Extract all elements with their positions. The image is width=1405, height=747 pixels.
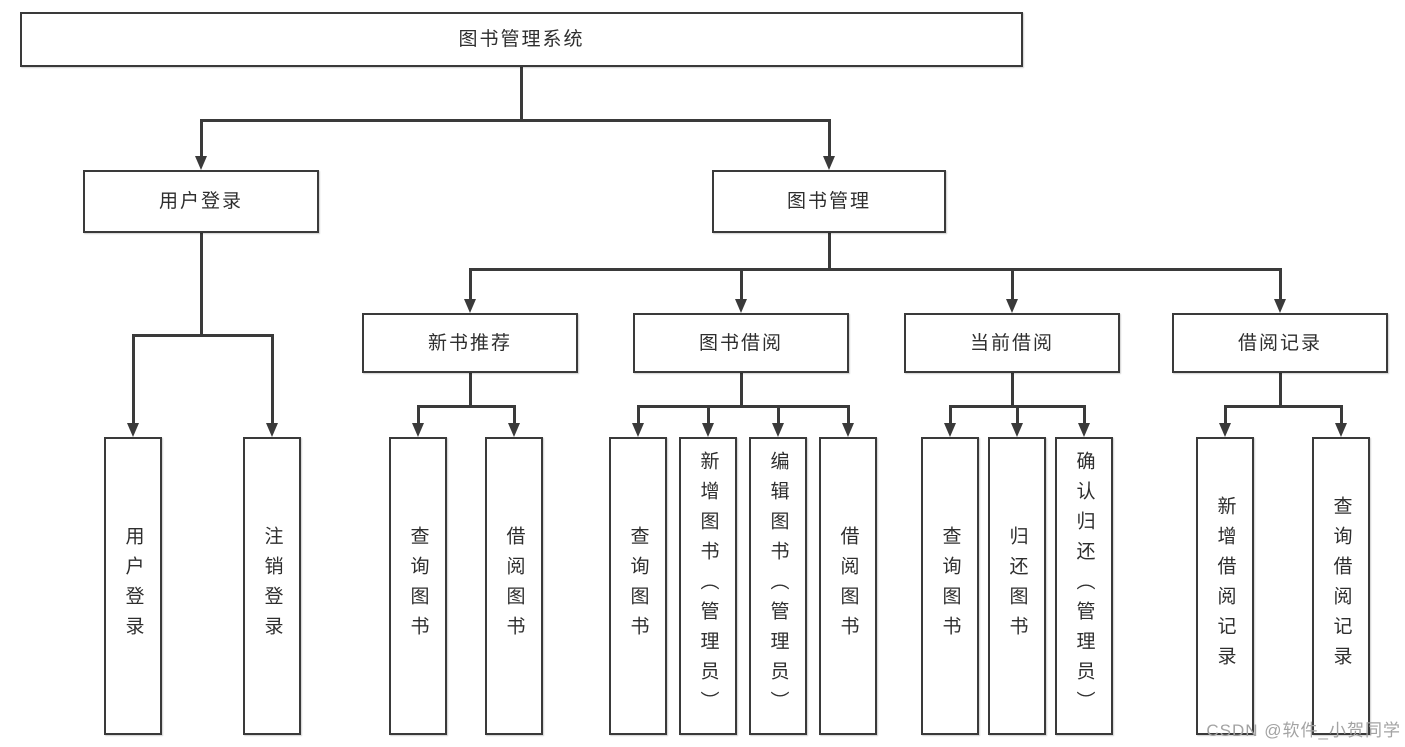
connector-line bbox=[707, 405, 710, 425]
node-book-management: 图书管理 bbox=[712, 170, 946, 233]
connector-line bbox=[1279, 373, 1282, 407]
connector-line bbox=[637, 405, 640, 425]
connector-line bbox=[828, 233, 831, 270]
leaf-add-borrow-record: 新增借阅记录 bbox=[1196, 437, 1254, 735]
connector-arrow bbox=[1274, 299, 1286, 313]
leaf-logout-label: 注销登录 bbox=[261, 526, 283, 646]
connector-line bbox=[132, 334, 273, 337]
connector-line bbox=[469, 268, 1281, 271]
connector-line bbox=[200, 233, 203, 336]
leaf-return-book: 归还图书 bbox=[988, 437, 1046, 735]
connector-arrow bbox=[464, 299, 476, 313]
connector-line bbox=[271, 334, 274, 424]
leaf-current-search-book: 查询图书 bbox=[921, 437, 979, 735]
connector-line bbox=[1083, 405, 1086, 425]
connector-line bbox=[1011, 268, 1014, 300]
connector-line bbox=[637, 405, 849, 408]
connector-arrow bbox=[195, 156, 207, 170]
connector-line bbox=[469, 268, 472, 300]
connector-line bbox=[1016, 405, 1019, 425]
leaf-confirm-return-admin-label: 确认归还（管理员） bbox=[1073, 451, 1095, 721]
leaf-edit-book-admin-label: 编辑图书（管理员） bbox=[767, 451, 789, 721]
leaf-borrow-book-label: 借阅图书 bbox=[837, 526, 859, 646]
node-new-book-recommend-label: 新书推荐 bbox=[427, 332, 512, 354]
node-book-borrow: 图书借阅 bbox=[633, 313, 849, 373]
leaf-return-book-label: 归还图书 bbox=[1006, 526, 1028, 646]
node-book-borrow-label: 图书借阅 bbox=[698, 332, 783, 354]
connector-arrow bbox=[944, 423, 956, 437]
leaf-current-search-book-label: 查询图书 bbox=[939, 526, 961, 646]
connector-arrow bbox=[1011, 423, 1023, 437]
leaf-logout: 注销登录 bbox=[243, 437, 301, 735]
connector-arrow bbox=[735, 299, 747, 313]
connector-arrow bbox=[266, 423, 278, 437]
connector-arrow bbox=[702, 423, 714, 437]
leaf-search-borrow-record-label: 查询借阅记录 bbox=[1330, 496, 1352, 676]
leaf-add-borrow-record-label: 新增借阅记录 bbox=[1214, 496, 1236, 676]
connector-arrow bbox=[412, 423, 424, 437]
node-current-borrow: 当前借阅 bbox=[904, 313, 1120, 373]
connector-line bbox=[740, 373, 743, 407]
node-current-borrow-label: 当前借阅 bbox=[969, 332, 1054, 354]
connector-line bbox=[949, 405, 952, 425]
leaf-edit-book-admin: 编辑图书（管理员） bbox=[749, 437, 807, 735]
leaf-borrow-search-book: 查询图书 bbox=[609, 437, 667, 735]
connector-line bbox=[513, 405, 516, 425]
node-user-login: 用户登录 bbox=[83, 170, 319, 233]
leaf-borrow-search-book-label: 查询图书 bbox=[627, 526, 649, 646]
connector-line bbox=[520, 66, 523, 120]
connector-line bbox=[740, 268, 743, 300]
watermark-text: CSDN @软件_小贺同学 bbox=[1206, 721, 1401, 740]
leaf-borrow-book: 借阅图书 bbox=[819, 437, 877, 735]
node-new-book-recommend: 新书推荐 bbox=[362, 313, 578, 373]
connector-line bbox=[417, 405, 420, 425]
connector-arrow bbox=[1335, 423, 1347, 437]
connector-arrow bbox=[1078, 423, 1090, 437]
leaf-recommend-borrow-book: 借阅图书 bbox=[485, 437, 543, 735]
connector-arrow bbox=[1006, 299, 1018, 313]
connector-line bbox=[1340, 405, 1343, 425]
connector-line bbox=[828, 119, 831, 157]
connector-line bbox=[1224, 405, 1227, 425]
leaf-add-book-admin-label: 新增图书（管理员） bbox=[697, 451, 719, 721]
connector-arrow bbox=[842, 423, 854, 437]
connector-line bbox=[1279, 268, 1282, 300]
node-system-root: 图书管理系统 bbox=[20, 12, 1023, 67]
connector-arrow bbox=[1219, 423, 1231, 437]
leaf-recommend-search-book-label: 查询图书 bbox=[407, 526, 429, 646]
leaf-search-borrow-record: 查询借阅记录 bbox=[1312, 437, 1370, 735]
connector-line bbox=[132, 334, 135, 424]
connector-arrow bbox=[508, 423, 520, 437]
leaf-add-book-admin: 新增图书（管理员） bbox=[679, 437, 737, 735]
connector-line bbox=[200, 119, 203, 157]
connector-arrow bbox=[632, 423, 644, 437]
connector-line bbox=[1224, 405, 1342, 408]
leaf-recommend-search-book: 查询图书 bbox=[389, 437, 447, 735]
leaf-user-login-label: 用户登录 bbox=[122, 526, 144, 646]
node-user-login-label: 用户登录 bbox=[158, 191, 243, 212]
node-book-management-label: 图书管理 bbox=[786, 191, 871, 212]
connector-line bbox=[777, 405, 780, 425]
connector-line bbox=[469, 373, 472, 407]
leaf-confirm-return-admin: 确认归还（管理员） bbox=[1055, 437, 1113, 735]
leaf-user-login: 用户登录 bbox=[104, 437, 162, 735]
connector-line bbox=[1011, 373, 1014, 407]
connector-arrow bbox=[823, 156, 835, 170]
connector-line bbox=[200, 119, 830, 122]
connector-arrow bbox=[772, 423, 784, 437]
node-system-root-label: 图书管理系统 bbox=[458, 29, 585, 50]
connector-line bbox=[417, 405, 515, 408]
connector-line bbox=[847, 405, 850, 425]
node-borrow-records: 借阅记录 bbox=[1172, 313, 1388, 373]
node-borrow-records-label: 借阅记录 bbox=[1237, 332, 1322, 354]
leaf-recommend-borrow-book-label: 借阅图书 bbox=[503, 526, 525, 646]
connector-arrow bbox=[127, 423, 139, 437]
